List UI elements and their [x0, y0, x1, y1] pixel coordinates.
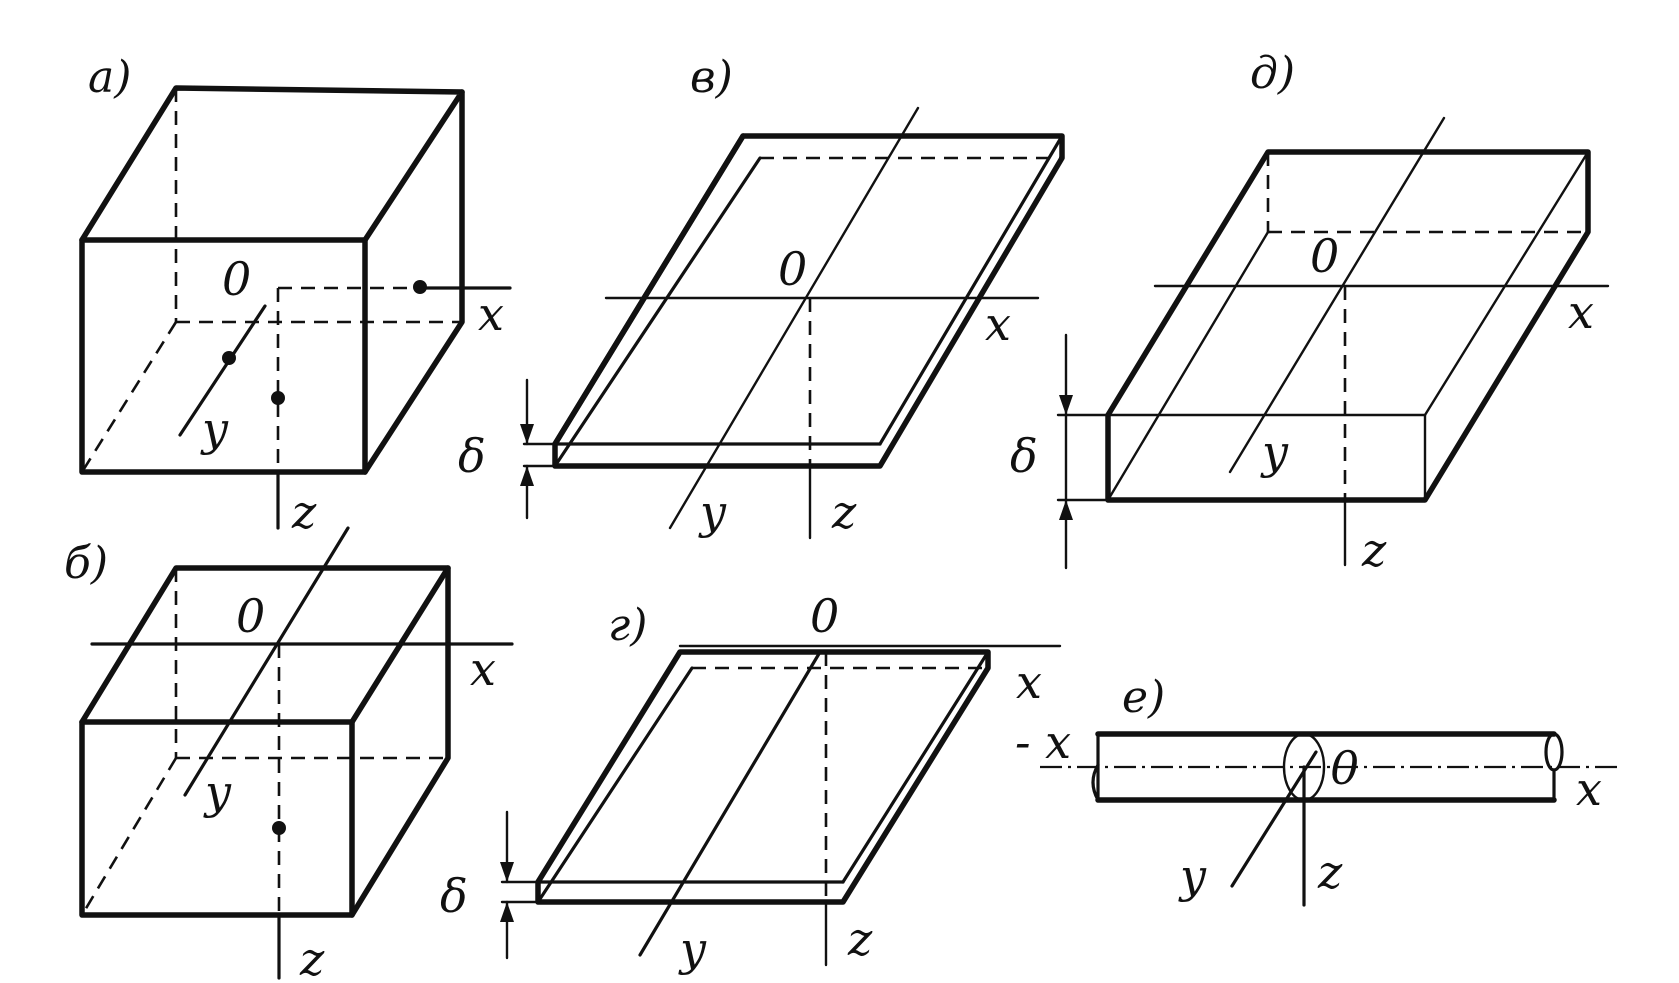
panel-d: д) δ 0 x y z: [1010, 48, 1610, 577]
panel-b-y-label: y: [203, 765, 232, 819]
panel-g: г) δ 0 x y z: [440, 589, 1062, 976]
panel-a-y-label: y: [200, 402, 229, 456]
panel-g-label: г): [608, 600, 647, 651]
panel-b-label: б): [64, 538, 108, 589]
panel-a-point-y: [222, 351, 236, 365]
panel-d-origin-label: 0: [1310, 229, 1339, 283]
panel-b-right-face: [349, 565, 451, 918]
panel-a-label: а): [88, 52, 131, 103]
panel-v-y-label: y: [698, 485, 727, 539]
panel-a-hidden-diagonal: [80, 321, 178, 473]
panel-b: б) 0 x y z: [64, 526, 514, 983]
panel-d-y-label: y: [1260, 425, 1289, 479]
panel-e-origin-label: 0: [1330, 741, 1359, 795]
panel-g-z-label: z: [847, 912, 873, 966]
panel-d-x-label: x: [1568, 285, 1594, 339]
panel-a-y-axis: [178, 304, 267, 437]
panel-e-y-label: y: [1178, 849, 1207, 903]
panel-v-z-label: z: [831, 485, 857, 539]
panel-v-origin-label: 0: [778, 242, 807, 296]
panel-g-x-label: x: [1016, 655, 1042, 709]
panel-d-outline: [1105, 149, 1591, 503]
panel-e-minus-x-label: - x: [1015, 715, 1071, 769]
panel-e-y-axis: [1230, 750, 1318, 888]
panel-g-outline: [535, 649, 991, 905]
panel-b-z-label: z: [299, 932, 325, 983]
panel-a-x-label: x: [478, 287, 504, 341]
panel-g-thickness-label: δ: [440, 869, 468, 923]
panel-v-thickness-label: δ: [458, 429, 486, 483]
panel-b-hidden-diagonal: [80, 757, 178, 916]
panel-g-y-axis: [638, 650, 822, 957]
panel-e-z-label: z: [1317, 845, 1343, 899]
panel-d-left-inner-edge: [1106, 230, 1270, 502]
panel-v-right-top-edge: [878, 134, 1064, 446]
panel-e-x-label: x: [1576, 762, 1602, 816]
panel-b-x-label: x: [470, 642, 496, 696]
panel-a-top-face: [79, 85, 465, 243]
panel-g-dim-arrow-bottom: [500, 902, 514, 922]
panel-b-point-z: [272, 821, 286, 835]
panel-d-thickness-label: δ: [1010, 429, 1038, 483]
panel-g-left-inner-edge: [536, 666, 694, 904]
panel-v: в) δ 0 x y z: [458, 52, 1065, 540]
panel-g-origin-label: 0: [810, 589, 839, 643]
panel-v-left-edge: [552, 133, 746, 447]
panel-a: а) 0 x y z: [79, 52, 512, 539]
panel-a-point-x: [413, 280, 427, 294]
panel-b-y-axis: [183, 526, 350, 797]
panel-v-dim-arrow-top: [520, 424, 534, 444]
panel-d-right-top-edge: [1423, 150, 1590, 417]
panel-d-dim-arrow-bottom: [1059, 500, 1073, 520]
panel-g-dim-arrow-top: [500, 862, 514, 882]
panel-g-right-top-edge: [841, 650, 990, 884]
panel-v-left-inner-edge: [553, 156, 762, 468]
panel-e-rod-right-section: [1544, 732, 1564, 772]
panel-d-y-axis: [1228, 116, 1446, 474]
panel-a-right-face: [362, 89, 465, 475]
panel-v-x-label: x: [985, 297, 1011, 351]
panel-d-dim-arrow-top: [1059, 395, 1073, 415]
panel-b-origin-label: 0: [236, 589, 265, 643]
panel-e-label: е): [1122, 672, 1165, 723]
panel-a-point-z: [271, 391, 285, 405]
panel-d-z-label: z: [1361, 523, 1387, 577]
panel-a-z-label: z: [291, 485, 317, 539]
panel-v-dim-arrow-bottom: [520, 466, 534, 486]
panel-a-origin-label: 0: [222, 252, 251, 306]
panel-e: е) - x 0 x y z: [1015, 672, 1620, 907]
panel-v-label: в): [690, 52, 733, 103]
panel-d-label: д): [1250, 48, 1295, 99]
panel-g-y-label: y: [678, 922, 707, 976]
panel-v-y-axis: [668, 106, 920, 530]
